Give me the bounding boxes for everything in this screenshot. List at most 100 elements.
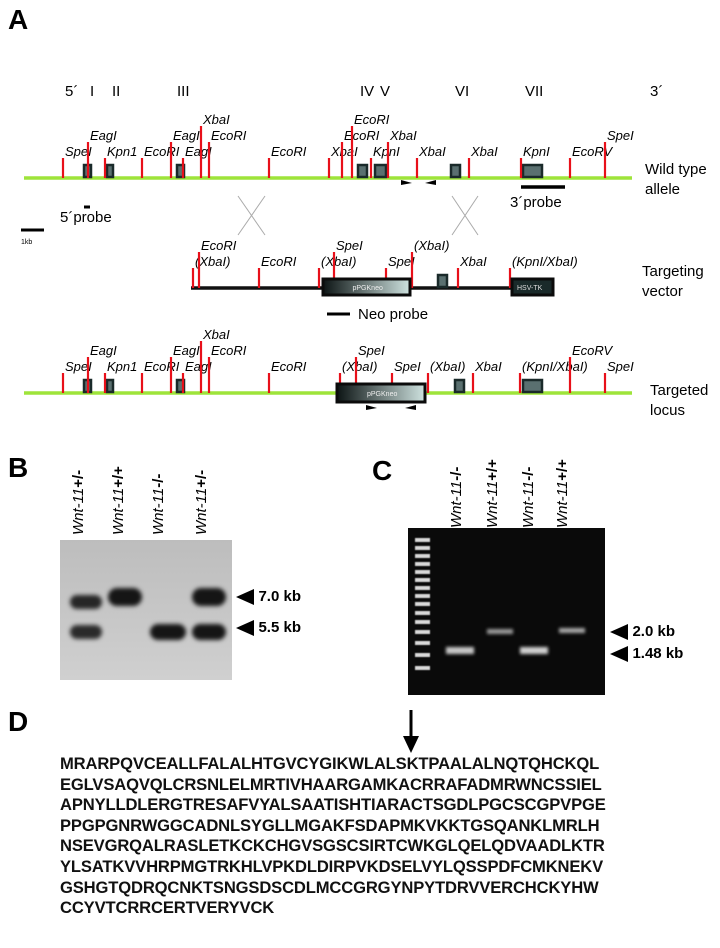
marker-label: 5.5 kb [258,619,301,637]
targeting_vector-label: vector [642,283,683,300]
marker-label: 7.0 kb [258,588,301,606]
primer-arrow-icon [401,180,412,185]
southern-blot-gel [60,540,232,680]
restriction-site-label: (KpnI/XbaI) [522,359,588,374]
restriction-site-label: SpeI [65,359,92,374]
neo-cassette: pPGKneo [321,277,412,297]
arrowhead-icon [610,646,628,662]
restriction-site-label: EcoRI [354,112,390,127]
sequence-line: CCYVTCRRCERTVERYVCK [60,898,275,918]
arrowhead-icon [236,589,254,605]
exon-box [449,163,462,179]
band [192,624,226,640]
band [559,628,585,633]
exon-label: II [112,83,120,100]
lane-genotype-label: Wnt-11+/+ [110,466,127,535]
ladder-band [415,538,430,542]
targeted-neo-cassette: pPGKneo [335,382,427,404]
restriction-site-label: EcoRI [344,128,380,143]
exon-box [521,378,544,394]
gene-name: Wnt-11 [554,480,571,528]
five-prime-probe-label: 5´probe [60,209,112,226]
exon-label: 3´ [650,83,663,100]
restriction-site-label: Kpn1 [107,144,137,159]
marker-label: 2.0 kb [632,623,675,641]
lane-genotype-label: Wnt-11-/- [448,467,465,528]
sequence-line: GSHGTQDRQCNKTSNGSDSCDLMCCGRGYNPYTDRVVERC… [60,877,599,897]
panel-label-a: A [8,4,29,35]
protein-sequence: MRARPQVCEALLFALALHTGVCYGIKWLALSKTPAALALN… [60,754,606,919]
neo-cassette-text: pPGKneo [353,285,383,292]
restriction-site-label: (XbaI) [195,254,230,269]
exon-box [521,163,544,179]
restriction-site-label: EagI [185,359,212,374]
ladder-band [415,546,430,550]
band [487,629,513,634]
primer-arrow-icon [425,180,436,185]
panel-label-b: B [8,452,29,483]
primer-arrow-icon [366,405,377,410]
lane-genotype-label: Wnt-11+/+ [554,459,571,528]
exon-box [105,163,115,179]
sequence-line: APNYLLDLERGTRESAFVYALSAATISHTIARACTSGDLP… [60,795,606,815]
exon-label: IV [360,83,374,100]
restriction-site-label: EcoRI [211,343,247,358]
restriction-site-label: EcoRI [144,359,180,374]
ladder-band [415,653,430,657]
genotype: +/- [70,469,87,488]
ladder-band [415,554,430,558]
restriction-site-label: SpeI [336,238,363,253]
exon-label: 5´ [65,83,78,100]
lane-genotype-label: Wnt-11+/+ [484,459,501,528]
exon-box [105,378,115,394]
hsv-tk-text: HSV-TK [517,285,543,292]
ladder-band [415,594,430,598]
restriction-site-label: EagI [90,343,117,358]
targeted-neo-cassette-text: pPGKneo [367,391,397,398]
restriction-site-label: SpeI [607,359,634,374]
exon-label: V [380,83,390,100]
scale-bar-label: 1kb [21,239,32,246]
ladder-band [415,578,430,582]
gene-name: Wnt-11 [150,487,167,535]
marker-7kb: 7.0 kb [236,589,301,605]
wild_type-label: allele [645,181,680,198]
genotype: +/- [193,469,210,488]
marker-label: 1.48 kb [632,645,684,663]
neo-probe-label: Neo probe [358,306,428,323]
exon-label: VII [525,83,543,100]
three-prime-probe-label: 3´probe [510,194,562,211]
restriction-site-label: XbaI [202,112,230,127]
genotype: +/+ [554,459,571,481]
exon-box [356,163,369,179]
band [70,625,102,639]
restriction-site-label: KpnI [523,144,550,159]
restriction-site-label: SpeI [394,359,421,374]
ladder-band [415,611,430,615]
exon-label: VI [455,83,469,100]
panel-label-c: C [372,455,393,486]
ladder-band [415,570,430,574]
sequence-line: YLSATKVVHRPMGTRKHLVPKDLDIRPVKDSELVYLQSSP… [60,856,604,876]
restriction-site-label: EagI [185,144,212,159]
ladder-band [415,630,430,634]
band [520,647,548,654]
lane-genotype-label: Wnt-11-/- [150,474,167,535]
exon-label: I [90,83,94,100]
genotype: +/+ [110,466,127,488]
ladder-band [415,620,430,624]
restriction-site-label: XbaI [389,128,417,143]
crossover-line [451,195,479,236]
restriction-site-label: KpnI [373,144,400,159]
restriction-site-label: XbaI [470,144,498,159]
restriction-site-label: XbaI [330,144,358,159]
restriction-site-label: EcoRI [201,238,237,253]
gene-name: Wnt-11 [448,480,465,528]
ladder-band [415,562,430,566]
ladder-band [415,666,430,670]
band [108,588,142,606]
gene-name: Wnt-11 [70,487,87,535]
genotype: +/+ [484,459,501,481]
crossover-line [237,195,266,236]
